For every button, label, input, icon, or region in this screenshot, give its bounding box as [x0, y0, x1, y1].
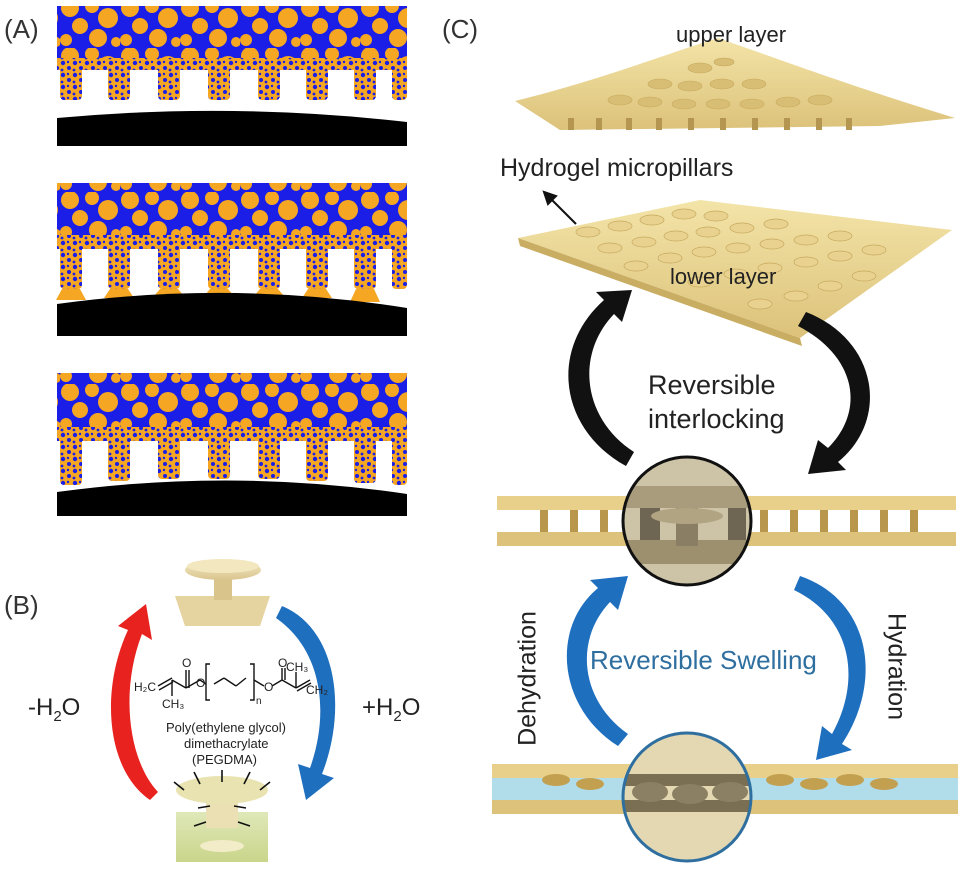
upper-layer-sheet: [515, 38, 955, 130]
dehydration-arrow: [110, 604, 158, 800]
panel-a-letter: (A): [4, 14, 39, 44]
pegdma-o1: O: [182, 656, 192, 670]
swelling-zoom-lens: [621, 731, 753, 863]
hydration-arrow: [276, 606, 336, 800]
lower-layer-sheet: [518, 200, 952, 346]
panel-b-letter: (B): [4, 590, 39, 620]
swollen-micropillar: [173, 770, 271, 862]
molecule-name-line1: Poly(ethylene glycol): [166, 720, 286, 735]
molecule-name-line3: (PEGDMA): [192, 752, 257, 767]
panel-a-state-1: [57, 6, 407, 146]
upper-layer-label: upper layer: [676, 22, 787, 47]
dry-micropillar: [175, 559, 270, 626]
lower-layer-label: lower layer: [670, 264, 777, 289]
pegdma-o3: O: [264, 680, 274, 694]
molecule-name-line2: dimethacrylate: [184, 736, 269, 751]
pegdma-ch3-left: CH₃: [162, 697, 185, 711]
dehydration-label: Dehydration: [513, 611, 542, 746]
panel-a-state-3: [57, 373, 407, 516]
pegdma-structure: [157, 663, 312, 701]
interlock-zoom-lens: [621, 455, 753, 587]
pegdma-n: n: [256, 696, 262, 707]
pegdma-h2c-left: H₂C: [134, 680, 156, 694]
panel-c-letter: (C): [442, 14, 479, 44]
panel-a-state-2: [56, 183, 407, 336]
pegdma-o4: O: [278, 656, 288, 670]
minus-water-label: -H2O: [28, 694, 81, 725]
interlocking-arrow-right: [798, 312, 870, 474]
pegdma-ch3-right: CH₃: [286, 660, 309, 674]
hydration-arrow-c: [794, 576, 866, 760]
pegdma-o2: O: [196, 676, 206, 690]
plus-water-label: +H2O: [362, 694, 421, 725]
dehydration-arrow-c: [566, 576, 628, 746]
swelling-label: Reversible Swelling: [590, 645, 817, 675]
interlocking-arrow-left: [568, 290, 634, 466]
micropillar-pointer-arrow: [542, 190, 577, 225]
pegdma-ch2-right: CH₂: [306, 683, 328, 697]
micropillars-label: Hydrogel micropillars: [500, 154, 734, 182]
interlocking-label-line2: interlocking: [648, 404, 785, 434]
interlocking-label-line1: Reversible: [648, 370, 776, 400]
hydration-label: Hydration: [882, 613, 911, 720]
